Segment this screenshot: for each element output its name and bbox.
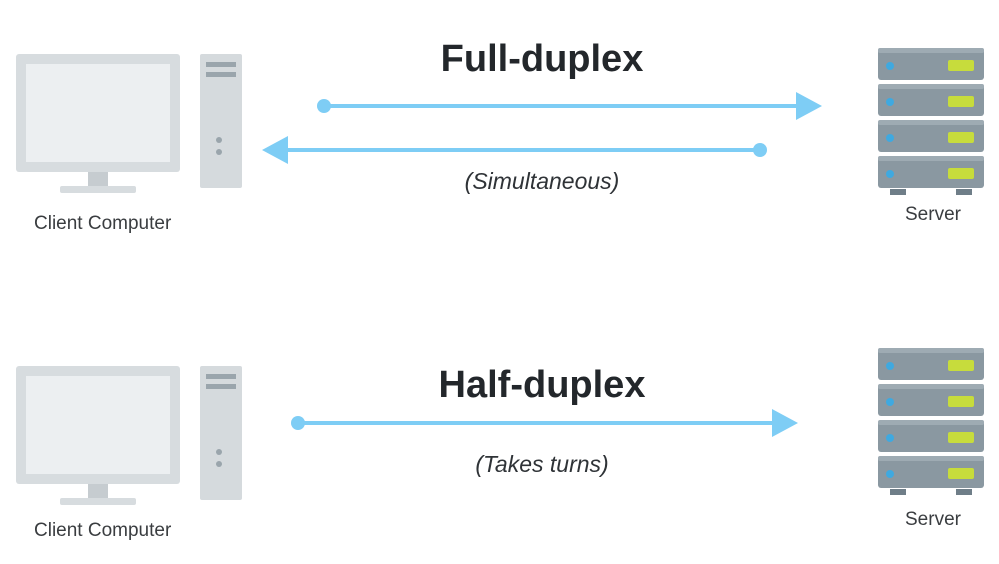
client-computer-label: Client Computer bbox=[34, 213, 172, 234]
full-duplex-title: Full-duplex bbox=[440, 38, 644, 80]
arrow-client-to-server bbox=[317, 92, 822, 120]
server-label: Server bbox=[905, 204, 961, 225]
client-computer-icon bbox=[16, 54, 242, 193]
half-duplex-title: Half-duplex bbox=[438, 364, 646, 406]
server-icon bbox=[878, 48, 984, 195]
full-duplex-panel: Client Computer Full-duplex (Simultaneou… bbox=[0, 0, 999, 270]
half-duplex-panel: Client Computer Half-duplex (Takes turns… bbox=[0, 280, 999, 555]
full-duplex-note: (Simultaneous) bbox=[464, 168, 620, 194]
client-computer-label: Client Computer bbox=[34, 520, 172, 541]
client-computer-icon bbox=[16, 366, 242, 505]
arrow-client-to-server bbox=[291, 409, 798, 437]
server-icon bbox=[878, 348, 984, 495]
arrow-server-to-client bbox=[262, 136, 767, 164]
half-duplex-note: (Takes turns) bbox=[475, 451, 609, 477]
server-label: Server bbox=[905, 509, 961, 530]
